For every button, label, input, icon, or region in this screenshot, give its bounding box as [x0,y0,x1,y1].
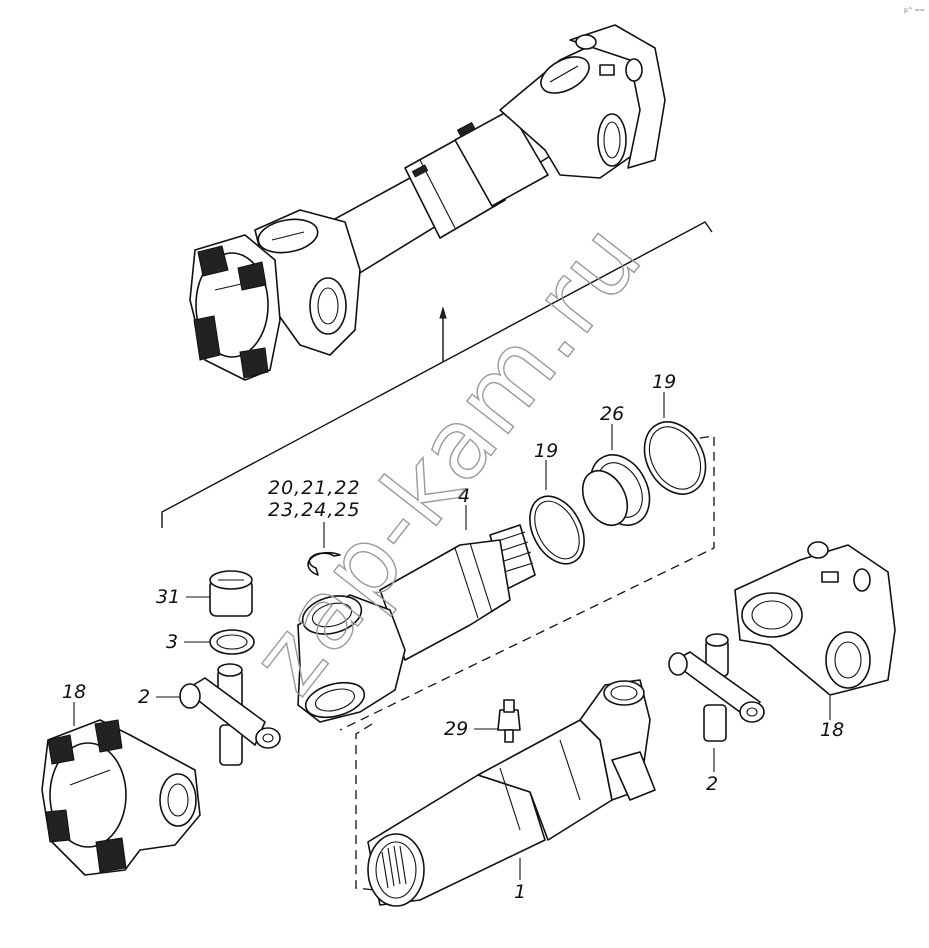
callout-23-24-25: 23,24,25 [268,499,361,521]
callout-3: 3 [166,631,178,653]
callout-18-right: 18 [820,719,844,741]
corner-mark: p^ == [904,7,925,14]
seal-ring-19-left [529,495,585,565]
callout-2-right: 2 [706,773,718,795]
callout-20-21-22: 20,21,22 [268,477,361,499]
snap-ring [307,551,341,576]
assembled-cardan-shaft [189,24,666,381]
leader-lines [73,392,831,880]
flange-yoke-18-right [734,541,896,696]
callout-1: 1 [514,881,526,903]
callout-2-left: 2 [138,686,150,708]
callout-31: 31 [156,586,180,608]
callout-18-left: 18 [62,681,86,703]
grease-nipple-29 [497,699,521,743]
flange-yoke-18-left [41,719,201,876]
universal-joint-cross-right [668,633,765,742]
dashed-bracket-upper [339,435,715,731]
bearing-cap-31 [209,570,253,617]
callout-29: 29 [444,718,468,740]
dashed-bracket-lower [355,723,375,891]
splined-yoke-shaft-4 [297,524,536,723]
callout-4: 4 [458,485,470,507]
callout-19-a: 19 [652,371,676,393]
callout-26: 26 [600,403,624,425]
dust-boot-26 [581,454,651,527]
assembly-bracket [161,221,713,528]
universal-joint-cross-left [179,663,281,766]
sleeve-yoke-1 [367,679,656,907]
callout-19-b: 19 [534,440,558,462]
